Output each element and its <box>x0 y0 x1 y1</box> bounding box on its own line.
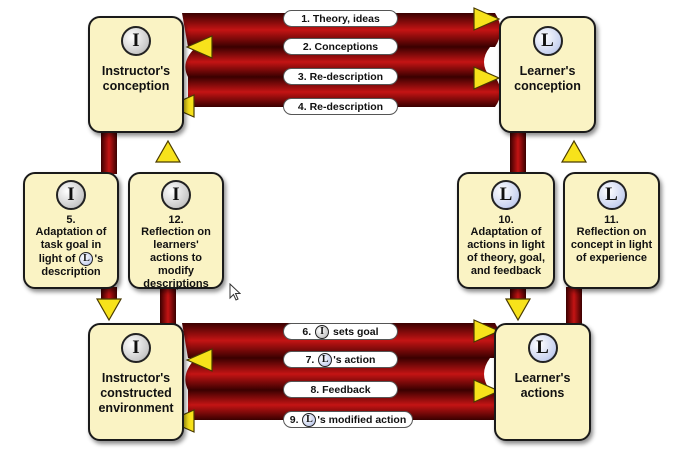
step-5-label-text: Adaptation of task goal in light of <box>35 226 107 265</box>
connector-right-down-lower <box>510 287 526 299</box>
step-number: 5. <box>66 214 76 226</box>
instructor-conception-label: Instructor's conception <box>101 64 171 93</box>
arrowhead-flow-8 <box>473 379 501 403</box>
arrowhead-up-left <box>154 139 182 163</box>
flow-label-6-prefix: 6. <box>302 326 312 338</box>
arrowhead-flow-1 <box>473 7 501 31</box>
connector-right-down-upper <box>510 130 526 174</box>
connector-left-down-lower <box>101 287 117 299</box>
instructor-mini-badge: I <box>315 325 330 340</box>
learner-mini-badge: L <box>79 252 94 266</box>
flow-label-4: 4. Re-description <box>283 98 398 115</box>
step-number: 11. <box>604 214 619 226</box>
step-5-label-suffix: 's description <box>41 252 104 278</box>
flow-label-7-prefix: 7. <box>305 354 315 366</box>
step-12-label: Reflection on learners' actions to modif… <box>141 226 211 290</box>
flow-ribbon-8-9 <box>188 390 501 420</box>
flow-ribbon-2-3 <box>185 47 491 77</box>
instructor-environment-label: Instructor's constructed environment <box>98 371 174 415</box>
step-11-box: L 11. Reflection on concept in light of … <box>563 172 660 289</box>
learner-mini-badge: L <box>302 413 317 428</box>
arrowhead-flow-6 <box>473 319 501 343</box>
step-10-label: Adaptation of actions in light of theory… <box>466 226 546 277</box>
arrowhead-flow-2 <box>185 35 213 59</box>
instructor-conception-box: I Instructor's conception <box>88 16 184 133</box>
flow-label-9: 9. L's modified action <box>283 411 413 428</box>
arrowhead-flow-3 <box>473 66 501 90</box>
learner-badge: L <box>596 180 627 210</box>
flow-label-7: 7. L's action <box>283 351 398 368</box>
connector-left-down-upper <box>101 130 117 174</box>
flow-label-9-prefix: 9. <box>289 414 299 426</box>
learner-actions-label: Learner's actions <box>514 371 571 400</box>
connector-left-up-lower <box>160 287 176 331</box>
learner-conception-label: Learner's conception <box>514 64 581 93</box>
step-5-label: Adaptation of task goal in light of L's … <box>25 226 117 279</box>
arrowhead-up-right <box>560 139 588 163</box>
arrowhead-flow-7 <box>185 348 213 372</box>
flow-label-8: 8. Feedback <box>283 381 398 398</box>
learner-actions-box: L Learner's actions <box>494 323 591 441</box>
flow-label-6-suffix: sets goal <box>333 326 379 338</box>
flow-label-7-suffix: 's action <box>333 354 376 366</box>
step-number: 12. <box>168 214 184 226</box>
instructor-environment-box: I Instructor's constructed environment <box>88 323 184 441</box>
step-11-label: Reflection on concept in light of experi… <box>570 226 653 264</box>
step-number: 10. <box>498 214 514 226</box>
connector-right-up-lower <box>566 287 582 331</box>
learner-badge: L <box>527 333 558 363</box>
flow-ribbon-7-8 <box>185 358 491 390</box>
learner-mini-badge: L <box>318 353 333 368</box>
learner-conception-box: L Learner's conception <box>499 16 596 133</box>
learner-badge: L <box>532 26 563 56</box>
flow-label-6: 6. I sets goal <box>283 323 398 340</box>
instructor-badge: I <box>121 26 151 56</box>
instructor-badge: I <box>121 333 151 363</box>
learner-badge: L <box>491 180 521 210</box>
mouse-pointer-icon <box>229 283 241 301</box>
instructor-badge: I <box>161 180 191 210</box>
arrowhead-down-left <box>95 298 123 322</box>
flow-ribbon-6-7 <box>182 323 501 358</box>
flow-label-2: 2. Conceptions <box>283 38 398 55</box>
instructor-badge: I <box>56 180 86 210</box>
step-5-box: I 5. Adaptation of task goal in light of… <box>23 172 119 289</box>
step-10-box: L 10. Adaptation of actions in light of … <box>457 172 555 289</box>
flow-ribbon-1-2 <box>182 13 501 47</box>
flow-label-1: 1. Theory, ideas <box>283 10 398 27</box>
flow-ribbon-3-4 <box>188 77 501 107</box>
flow-label-3: 3. Re-description <box>283 68 398 85</box>
step-12-box: I 12. Reflection on learners' actions to… <box>128 172 224 290</box>
arrowhead-down-right <box>504 298 532 322</box>
flow-label-9-suffix: 's modified action <box>317 414 407 426</box>
